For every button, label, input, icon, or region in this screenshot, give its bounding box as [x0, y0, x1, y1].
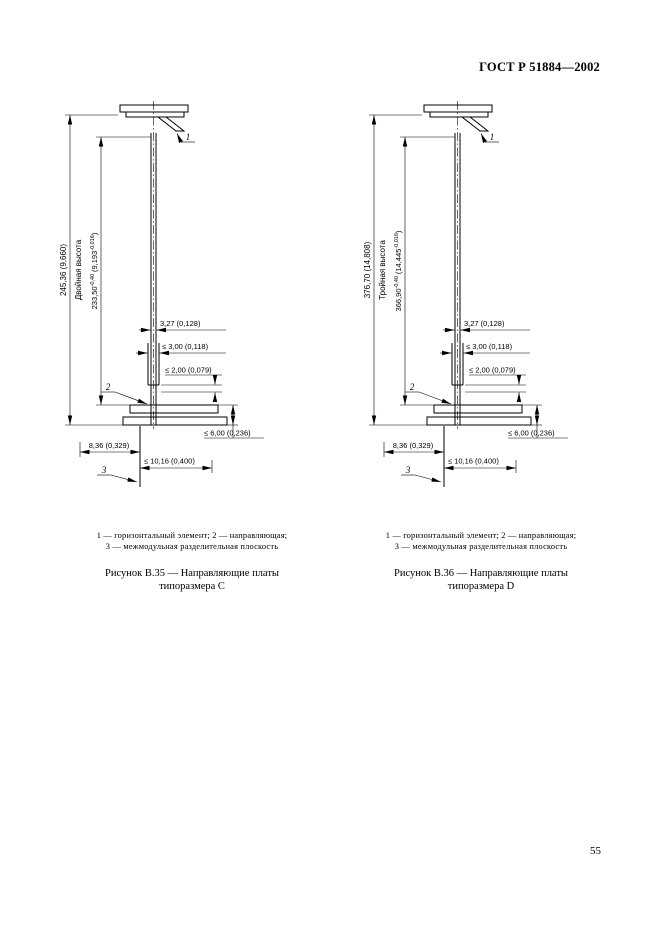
caption-line-1: Рисунок В.36 — Направляющие платы — [394, 568, 568, 579]
pos-label-2: 2 — [405, 382, 452, 405]
guide-rails — [451, 133, 464, 425]
figure-b36-caption: Рисунок В.36 — Направляющие платы типора… — [356, 567, 606, 593]
dim-total-height: 245,36 (9,660) Двойная высота — [59, 114, 123, 426]
figure-b35-caption: Рисунок В.35 — Направляющие платы типора… — [52, 567, 332, 593]
caption-line-2: типоразмера D — [447, 581, 515, 592]
caption-line-2: типоразмера С — [159, 581, 225, 592]
dim-836: 8,36 (0,329) — [79, 441, 140, 457]
svg-text:1: 1 — [490, 132, 495, 142]
dim-gap: ≤ 2,00 (0,079) — [465, 366, 526, 402]
dim-plate-stack: ≤ 6,00 (0,236) — [508, 404, 568, 439]
dim-inner-text: 233,50-0,40(9,193-0,016) — [90, 232, 99, 309]
dim-gap: ≤ 2,00 (0,079) — [161, 366, 222, 402]
dim-total-height: 376,70 (14,808) Тройная высота — [363, 114, 427, 426]
dim-600-text: ≤ 6,00 (0,236) — [508, 429, 555, 438]
position-labels: 1 2 3 — [97, 132, 195, 483]
legend-line-1: 1 — горизонтальный элемент; 2 — направля… — [96, 531, 288, 540]
page-number: 55 — [590, 845, 601, 857]
dim-inner-text: 366,90-0,40(14,445-0,016) — [394, 230, 403, 311]
standard-header: ГОСТ Р 51884—2002 — [479, 60, 600, 74]
dim-836: 8,36 (0,329) — [383, 441, 444, 457]
svg-text:3: 3 — [101, 465, 107, 475]
dim-slot-width: ≤ 3,00 (0,118) — [136, 342, 226, 356]
dim-327-text: 3,27 (0,128) — [464, 319, 505, 328]
dim-200-text: ≤ 2,00 (0,079) — [469, 366, 516, 375]
height-type-label: Двойная высота — [74, 239, 83, 300]
svg-text:3: 3 — [405, 465, 411, 475]
dim-327-text: 3,27 (0,128) — [160, 319, 201, 328]
dim-1016: ≤ 10,16 (0,400) — [444, 457, 517, 473]
figure-b36-legend: 1 — горизонтальный элемент; 2 — направля… — [356, 530, 606, 552]
horizontal-element — [119, 104, 189, 132]
dim-1016-text: ≤ 10,16 (0,400) — [144, 457, 195, 466]
figure-b35-legend: 1 — горизонтальный элемент; 2 — направля… — [52, 530, 332, 552]
legend-line-2: 3 — межмодульная разделительная плоскост… — [105, 542, 279, 551]
bottom-plates — [122, 404, 228, 426]
bottom-plates — [426, 404, 532, 426]
svg-text:1: 1 — [186, 132, 191, 142]
dim-300-text: ≤ 3,00 (0,118) — [466, 342, 513, 351]
pos-label-1: 1 — [480, 132, 499, 144]
dim-300-text: ≤ 3,00 (0,118) — [162, 342, 209, 351]
dim-1016-text: ≤ 10,16 (0,400) — [448, 457, 499, 466]
dim-slot-width: ≤ 3,00 (0,118) — [440, 342, 530, 356]
dim-total-text: 376,70 (14,808) — [363, 241, 372, 298]
guide-rails — [147, 133, 160, 425]
pos-label-3: 3 — [401, 465, 442, 483]
horizontal-element — [423, 104, 493, 132]
figure-b36-drawing: 376,70 (14,808) Тройная высота 366,90-0,… — [363, 101, 568, 487]
dim-836-text: 8,36 (0,329) — [393, 441, 434, 450]
dim-rail-thickness: 3,27 (0,128) — [443, 319, 530, 333]
pos-label-1: 1 — [176, 132, 195, 144]
dim-rail-thickness: 3,27 (0,128) — [139, 319, 226, 333]
pos-label-2: 2 — [101, 382, 148, 405]
dim-total-text: 245,36 (9,660) — [59, 244, 68, 296]
pos-label-3: 3 — [97, 465, 138, 483]
dim-600-text: ≤ 6,00 (0,236) — [204, 429, 251, 438]
position-labels: 1 2 3 — [401, 132, 499, 483]
svg-text:2: 2 — [410, 382, 415, 392]
dim-inner-height: 233,50-0,40(9,193-0,016) — [90, 136, 151, 406]
caption-line-1: Рисунок В.35 — Направляющие платы — [105, 568, 279, 579]
height-type-label: Тройная высота — [378, 240, 387, 300]
dim-inner-height: 366,90-0,40(14,445-0,016) — [394, 136, 455, 406]
dim-836-text: 8,36 (0,329) — [89, 441, 130, 450]
dim-200-text: ≤ 2,00 (0,079) — [165, 366, 212, 375]
svg-text:2: 2 — [106, 382, 111, 392]
legend-line-1: 1 — горизонтальный элемент; 2 — направля… — [385, 531, 577, 540]
dim-plate-stack: ≤ 6,00 (0,236) — [204, 404, 264, 439]
figure-b35-drawing: 245,36 (9,660) Двойная высота 233,50-0,4… — [59, 101, 264, 487]
dim-1016: ≤ 10,16 (0,400) — [140, 457, 213, 473]
legend-line-2: 3 — межмодульная разделительная плоскост… — [394, 542, 568, 551]
